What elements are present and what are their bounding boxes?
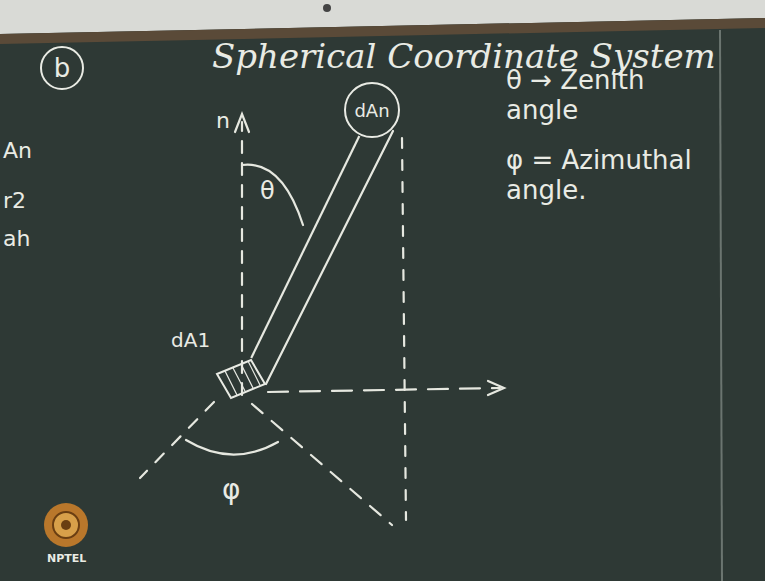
definition-note: θ → Zenith angle xyxy=(506,66,676,126)
axis-arrowhead xyxy=(488,381,504,395)
nptel-logo xyxy=(44,503,88,547)
horizontal-axis xyxy=(268,388,500,392)
partial-text: ah xyxy=(3,226,30,251)
cone-line xyxy=(266,131,393,384)
node-text: b xyxy=(54,53,71,83)
projection-line xyxy=(402,138,406,520)
x-axis xyxy=(140,402,214,478)
normal-arrowhead xyxy=(235,114,249,132)
definition-note: φ = Azimuthal angle. xyxy=(506,146,718,206)
partial-text: r2 xyxy=(3,188,26,213)
angle-symbol: θ xyxy=(260,178,275,206)
circled-label: b xyxy=(40,46,84,90)
normal-symbol: n xyxy=(216,108,230,133)
area-element: dAn xyxy=(344,82,400,138)
normal-axis xyxy=(241,122,243,395)
angle-symbol: φ xyxy=(222,474,240,506)
zenith-arc xyxy=(242,165,303,225)
board-edge xyxy=(720,30,722,581)
azimuth-arc xyxy=(186,440,278,455)
hatched-area xyxy=(215,358,267,400)
logo-text: NPTEL xyxy=(47,553,86,566)
node-text: dA1 xyxy=(171,328,210,352)
projection-ray xyxy=(252,404,392,525)
area-element: dA1 xyxy=(215,358,267,400)
partial-text: An xyxy=(3,138,32,163)
cone-line xyxy=(251,136,359,358)
ceiling-lamp xyxy=(323,4,331,12)
node-text: dAn xyxy=(354,100,389,121)
